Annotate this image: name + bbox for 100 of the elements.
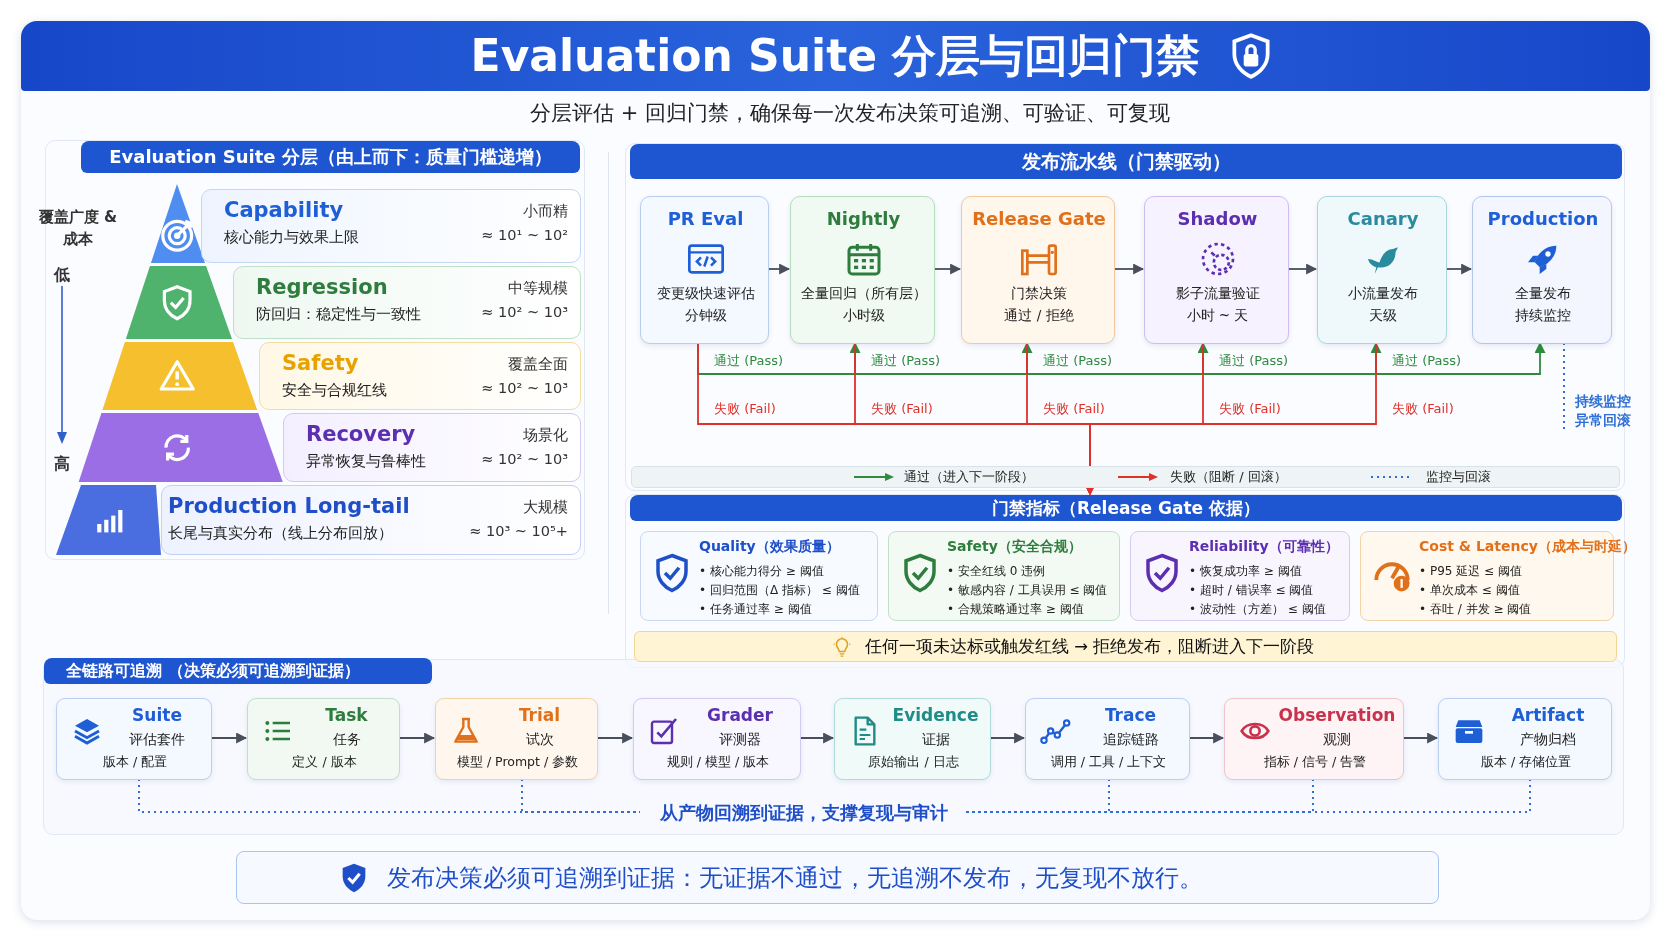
trace-title: Observation <box>1277 705 1397 725</box>
stage-description: 门禁决策 <box>1010 285 1068 303</box>
metric-card <box>888 531 1120 621</box>
section-header: 发布流水线（门禁驱动） <box>630 144 1622 179</box>
trace-title: Suite <box>131 705 183 725</box>
trace-detail: 指标 / 信号 / 告警 <box>1262 754 1368 771</box>
layer-description: 防回归：稳定性与一致性 <box>256 305 421 324</box>
stage-title: PR Eval <box>666 208 745 229</box>
trace-title: Grader <box>706 705 774 725</box>
stage-title: Shadow <box>1176 208 1259 229</box>
trace-detail: 调用 / 工具 / 上下文 <box>1049 754 1168 771</box>
arrow <box>1084 342 1377 496</box>
stage-description: 分钟级 <box>683 307 728 325</box>
scale-note: ≈ 10² ~ 10³ <box>481 380 568 396</box>
arrow <box>1287 263 1318 275</box>
edge-label: 持续监控异常回滚 <box>1574 392 1632 430</box>
dotted-connector <box>964 778 1531 813</box>
scale-note: ≈ 10² ~ 10³ <box>481 451 568 467</box>
scale-note: 大规模 <box>523 498 568 517</box>
trace-subtitle: 产物归档 <box>1519 731 1577 749</box>
trace-title: Trace <box>1103 705 1158 725</box>
metric-criterion: • 合规策略通过率 ≥ 阈值 <box>947 601 1084 618</box>
layer-title: Regression <box>256 275 388 299</box>
stage-description: 影子流量验证 <box>1174 285 1261 303</box>
dotted-connector <box>1563 342 1565 431</box>
stage-description: 小时 ~ 天 <box>1185 307 1250 325</box>
rule-text: 任何一项未达标或触发红线 → 拒绝发布，阻断进入下一阶段 <box>865 636 1315 658</box>
layer-description: 异常恢复与鲁棒性 <box>306 452 426 471</box>
stage-card <box>1317 196 1447 344</box>
layer-title: Capability <box>224 198 344 222</box>
trace-detail: 规则 / 模型 / 版本 <box>665 754 771 771</box>
section-header: Evaluation Suite 分层（由上而下：质量门槛递增） <box>81 141 580 173</box>
layer-description: 核心能力与效果上限 <box>224 228 359 247</box>
arrow <box>1375 341 1546 375</box>
layer-title: Production Long-tail <box>168 494 410 518</box>
trace-card <box>435 698 598 780</box>
trace-title: Evidence <box>891 705 980 725</box>
scale-note: 小而精 <box>523 202 568 221</box>
policy-banner <box>236 851 1439 904</box>
metric-criterion: • 安全红线 0 违例 <box>947 563 1046 580</box>
metric-card <box>640 531 878 621</box>
trace-card <box>247 698 400 780</box>
edge-label: 失败 (Fail) <box>1041 400 1107 418</box>
layer-description: 安全与合规红线 <box>282 381 387 400</box>
legend-label: 失败（阻断 / 回滚） <box>1170 468 1287 486</box>
stage-card <box>640 196 769 344</box>
trace-detail: 版本 / 配置 <box>101 754 169 771</box>
axis-label: 覆盖广度 & 成本 <box>38 207 118 250</box>
metric-criterion: • 超时 / 错误率 ≤ 阈值 <box>1189 582 1314 599</box>
trace-card <box>1025 698 1190 780</box>
metric-criterion: • 回归范围（Δ 指标） ≤ 阈值 <box>699 582 860 599</box>
scale-note: ≈ 10³ ~ 10⁵+ <box>469 523 568 539</box>
scale-note: ≈ 10² ~ 10³ <box>481 304 568 320</box>
arrow <box>1445 263 1473 275</box>
scale-note: 场景化 <box>523 426 568 445</box>
metric-criterion: • P95 延迟 ≤ 阈值 <box>1419 563 1522 580</box>
trace-subtitle: 任务 <box>331 731 362 749</box>
subtitle-text: 分层评估 + 回归门禁，确保每一次发布决策可追溯、可验证、可复现 <box>529 100 1171 127</box>
arrow <box>767 263 791 275</box>
scale-note: 中等规模 <box>508 279 568 298</box>
layer-card <box>201 189 581 263</box>
arrow <box>1113 263 1145 275</box>
stage-title: Nightly <box>825 208 902 229</box>
note-text: 从产物回溯到证据，支撑复现与审计 <box>641 801 966 825</box>
trace-subtitle: 试次 <box>524 731 555 749</box>
metric-criterion: • 核心能力得分 ≥ 阈值 <box>699 563 824 580</box>
trace-subtitle: 评估套件 <box>128 731 186 749</box>
legend-label: 通过（进入下一阶段） <box>904 468 1034 486</box>
metric-criterion: • 恢复成功率 ≥ 阈值 <box>1189 563 1302 580</box>
metric-title: Reliability（可靠性） <box>1189 538 1339 556</box>
metric-criterion: • 波动性（方差） ≤ 阈值 <box>1189 601 1326 618</box>
trace-detail: 原始输出 / 日志 <box>867 754 960 771</box>
trace-card <box>834 698 991 780</box>
trace-subtitle: 证据 <box>920 731 951 749</box>
title-text: Evaluation Suite 分层与回归门禁 <box>470 29 1201 83</box>
section-header: 全链路可追溯 （决策必须可追溯到证据） <box>44 658 432 684</box>
edge-label: 失败 (Fail) <box>869 400 935 418</box>
trace-subtitle: 评测器 <box>718 731 762 749</box>
arrow <box>933 263 962 275</box>
scale-note: 覆盖全面 <box>508 355 568 374</box>
metric-title: Safety（安全合规） <box>947 538 1082 556</box>
edge-label: 失败 (Fail) <box>1390 400 1456 418</box>
stage-description: 变更级快速评估 <box>655 285 756 303</box>
dotted-connector <box>964 778 1314 813</box>
metric-title: Cost & Latency（成本与时延） <box>1419 538 1636 556</box>
edge-label: 失败 (Fail) <box>712 400 778 418</box>
legend-label: 监控与回滚 <box>1426 468 1491 486</box>
rule-banner <box>634 631 1617 662</box>
layer-title: Safety <box>282 351 359 375</box>
stage-description: 通过 / 拒绝 <box>1003 307 1075 325</box>
layer-card <box>161 485 581 555</box>
stage-title: Release Gate <box>971 208 1107 229</box>
trace-title: Trial <box>517 705 562 725</box>
arrow <box>398 732 436 744</box>
trace-card <box>633 698 801 780</box>
layer-card <box>259 342 581 410</box>
trace-subtitle: 追踪链路 <box>1101 731 1160 749</box>
trace-subtitle: 观测 <box>1322 731 1352 749</box>
arrow <box>989 732 1026 744</box>
arrow <box>1402 732 1439 744</box>
